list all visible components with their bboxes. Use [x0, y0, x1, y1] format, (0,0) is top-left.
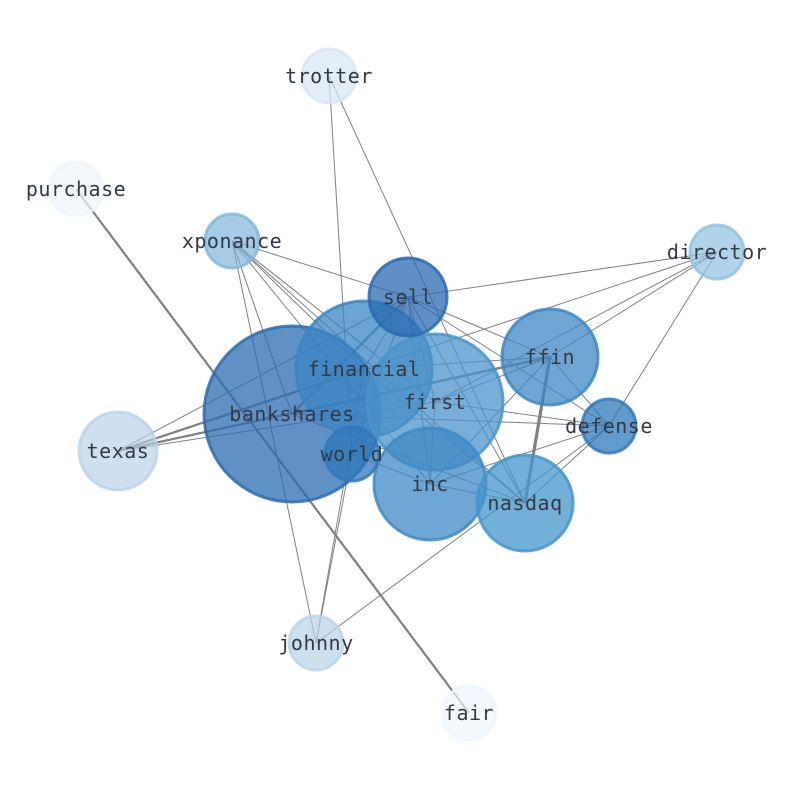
node-purchase: [47, 160, 105, 218]
node-label-sell: sell: [383, 285, 433, 309]
node-label-director: director: [667, 240, 767, 264]
node-johnny: [287, 614, 345, 672]
node-label-financial: financial: [308, 357, 421, 381]
node-label-defense: defense: [565, 414, 653, 438]
node-world: [323, 425, 381, 483]
node-label-johnny: johnny: [278, 631, 353, 655]
node-trotter: [300, 47, 358, 105]
node-label-first: first: [404, 390, 467, 414]
node-ffin: [500, 307, 600, 407]
node-label-purchase: purchase: [26, 177, 126, 201]
node-fair: [440, 684, 498, 742]
node-defense: [580, 397, 638, 455]
node-label-nasdaq: nasdaq: [487, 491, 562, 515]
label-layer: bankshares financial first inc nasdaq ffin sel…: [26, 64, 767, 725]
node-nasdaq: [475, 453, 575, 553]
node-label-trotter: trotter: [285, 64, 373, 88]
node-label-bankshares: bankshares: [229, 402, 354, 426]
node-xponance: [203, 212, 261, 270]
node-layer: [47, 47, 746, 742]
edge-director-sell: [407, 251, 718, 298]
node-label-world: world: [321, 442, 384, 466]
node-sell: [367, 256, 449, 338]
node-label-ffin: ffin: [525, 345, 575, 369]
node-label-inc: inc: [411, 472, 449, 496]
node-label-xponance: xponance: [182, 229, 282, 253]
edge-director-defense: [608, 251, 718, 427]
node-label-fair: fair: [444, 701, 494, 725]
node-director: [688, 223, 746, 281]
edge-defense-johnny: [315, 425, 610, 644]
node-label-texas: texas: [87, 439, 150, 463]
node-texas: [77, 410, 159, 492]
